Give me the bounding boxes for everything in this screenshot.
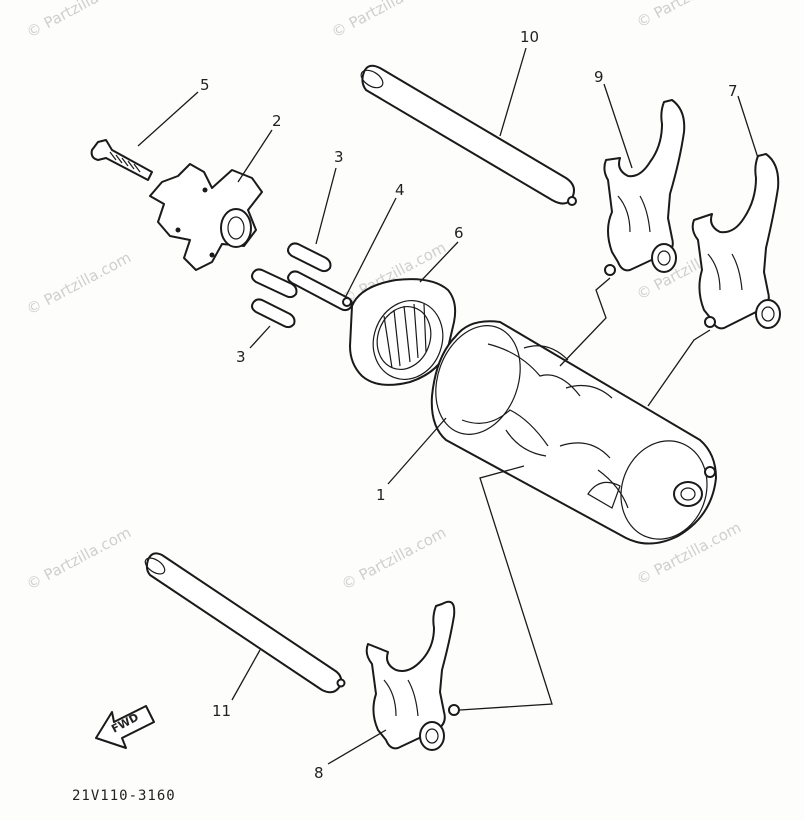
callout-10: 10	[520, 28, 539, 46]
callout-3-upper: 3	[334, 148, 344, 166]
segment[interactable]	[149, 163, 263, 271]
watermark: © Partzilla.com	[23, 523, 134, 593]
callout-4: 4	[395, 181, 405, 199]
shift-fork-upper-middle[interactable]	[603, 99, 686, 276]
guide-bar-lower[interactable]	[143, 552, 346, 694]
shift-fork-right[interactable]	[691, 153, 781, 330]
diagram-code: 21V110-3160	[72, 788, 176, 804]
watermark: © Partzilla.com	[338, 523, 449, 593]
watermark: © Partzilla.com	[633, 0, 744, 32]
fwd-arrow: FWD	[95, 705, 155, 749]
shift-fork-lower[interactable]	[365, 600, 460, 751]
watermark: © Partzilla.com	[328, 0, 439, 42]
callout-8: 8	[314, 764, 324, 782]
pin-lower[interactable]	[251, 298, 296, 329]
callout-6: 6	[454, 224, 464, 242]
long-pin[interactable]	[287, 270, 353, 312]
callout-11: 11	[212, 702, 231, 720]
callout-2: 2	[272, 112, 282, 130]
callout-7: 7	[728, 82, 738, 100]
callout-1: 1	[376, 486, 386, 504]
pin-middle[interactable]	[251, 268, 298, 299]
shift-cam[interactable]	[421, 314, 720, 552]
callout-3-lower: 3	[236, 348, 246, 366]
watermark: © Partzilla.com	[23, 0, 134, 42]
pin-upper[interactable]	[287, 242, 332, 273]
callouts: 1 2 3 3 4 5 6 7 8 9 10 11	[200, 28, 738, 782]
callout-9: 9	[594, 68, 604, 86]
leader-lines	[137, 47, 759, 765]
callout-5: 5	[200, 76, 210, 94]
watermark: © Partzilla.com	[23, 248, 134, 318]
bolt[interactable]	[90, 139, 153, 181]
guide-bar-upper[interactable]	[358, 64, 577, 206]
